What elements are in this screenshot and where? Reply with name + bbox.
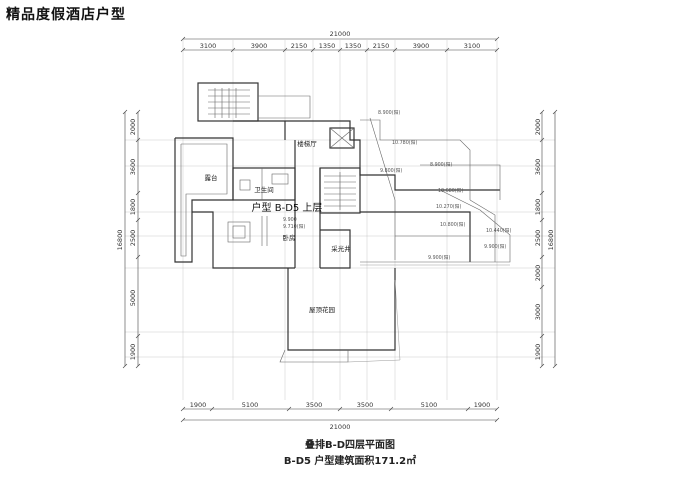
level-mark-11: 9.900 xyxy=(283,217,297,223)
left-dim-5: 5000 xyxy=(129,290,137,307)
left-dim-6: 1900 xyxy=(129,344,137,361)
top-dim-3: 2150 xyxy=(291,42,308,50)
right-segment-labels: 2000 3600 1800 2500 2000 3000 1900 xyxy=(534,119,542,361)
bottom-total-dimension: 21000 xyxy=(330,423,351,431)
right-total-dimension: 16800 xyxy=(547,230,555,251)
level-mark-4: 8.900(阳) xyxy=(430,161,452,168)
top-dim-4: 1350 xyxy=(319,42,336,50)
level-mark-5: 10.680(阳) xyxy=(438,187,463,194)
axis-grid-lines xyxy=(125,40,555,400)
level-mark-1: 8.900(阳) xyxy=(378,109,400,116)
top-segment-labels: 3100 3900 2150 1350 1350 2150 3900 3100 xyxy=(200,42,481,50)
left-dimension-chain xyxy=(122,109,141,369)
room-skylight: 采光井 xyxy=(331,244,351,253)
top-dim-1: 3100 xyxy=(200,42,217,50)
top-dim-2: 3900 xyxy=(251,42,268,50)
left-total-dimension: 16800 xyxy=(116,230,124,251)
level-mark-10: 9.900(阳) xyxy=(428,254,450,261)
right-dim-4: 2500 xyxy=(534,230,542,247)
level-mark-6: 10.270(阳) xyxy=(436,203,461,210)
room-bathroom: 卫生间 xyxy=(254,185,274,194)
right-dimension-chain xyxy=(539,109,558,369)
level-mark-12: 9.710(阳) xyxy=(283,223,305,230)
top-dim-7: 3900 xyxy=(413,42,430,50)
level-mark-7: 10.800(阳) xyxy=(440,221,465,228)
left-dim-2: 3600 xyxy=(129,159,137,176)
right-dim-7: 1900 xyxy=(534,344,542,361)
right-dim-1: 2000 xyxy=(534,119,542,136)
level-mark-2: 10.780(阳) xyxy=(392,139,417,146)
left-segment-labels: 2000 3600 1800 2500 5000 1900 xyxy=(129,119,137,361)
top-dim-5: 1350 xyxy=(345,42,362,50)
room-stair-hall: 楼梯厅 xyxy=(297,139,317,148)
bottom-dim-5: 5100 xyxy=(421,401,438,409)
plan-caption: 叠排B-D四层平面图 xyxy=(304,440,396,451)
room-terrace: 露台 xyxy=(205,173,218,182)
level-mark-3: 9.800(阳) xyxy=(380,167,402,174)
right-dim-2: 3600 xyxy=(534,159,542,176)
right-dim-5: 2000 xyxy=(534,265,542,282)
top-dimension-chain xyxy=(180,36,500,53)
bottom-dimension-chain xyxy=(180,406,500,423)
elevator-shaft xyxy=(329,127,355,149)
bottom-dim-1: 1900 xyxy=(190,401,207,409)
room-roof-garden: 屋顶花园 xyxy=(309,305,335,314)
elevation-markers: 8.900(阳) 10.780(阳) 9.800(阳) 8.900(阳) 10.… xyxy=(283,109,511,261)
bottom-dim-4: 3500 xyxy=(357,401,374,409)
central-staircase xyxy=(319,167,361,214)
right-dim-6: 3000 xyxy=(534,304,542,321)
top-dim-8: 3100 xyxy=(464,42,481,50)
right-dim-3: 1800 xyxy=(534,199,542,216)
page-title: 精品度假酒店户型 xyxy=(6,7,126,23)
room-labels: 露台 楼梯厅 卫生间 卧房 采光井 屋顶花园 xyxy=(205,139,352,314)
area-caption: B-D5 户型建筑面积171.2㎡ xyxy=(283,456,417,467)
left-dim-4: 2500 xyxy=(129,230,137,247)
left-dim-3: 1800 xyxy=(129,199,137,216)
top-total-dimension: 21000 xyxy=(330,30,351,38)
top-dim-6: 2150 xyxy=(373,42,390,50)
level-mark-8: 10.440(阳) xyxy=(486,227,511,234)
unit-label: 户型 B-D5 上层 xyxy=(252,201,323,214)
level-mark-9: 9.900(阳) xyxy=(484,243,506,250)
bottom-dim-6: 1900 xyxy=(474,401,491,409)
upper-stair-tower xyxy=(197,82,259,122)
left-dim-1: 2000 xyxy=(129,119,137,136)
room-bedroom: 卧房 xyxy=(283,233,296,242)
bottom-dim-2: 5100 xyxy=(242,401,259,409)
bottom-segment-labels: 1900 5100 3500 3500 5100 1900 xyxy=(190,401,491,409)
bottom-dim-3: 3500 xyxy=(306,401,323,409)
bed-furniture xyxy=(227,221,251,243)
building-walls xyxy=(174,82,511,363)
